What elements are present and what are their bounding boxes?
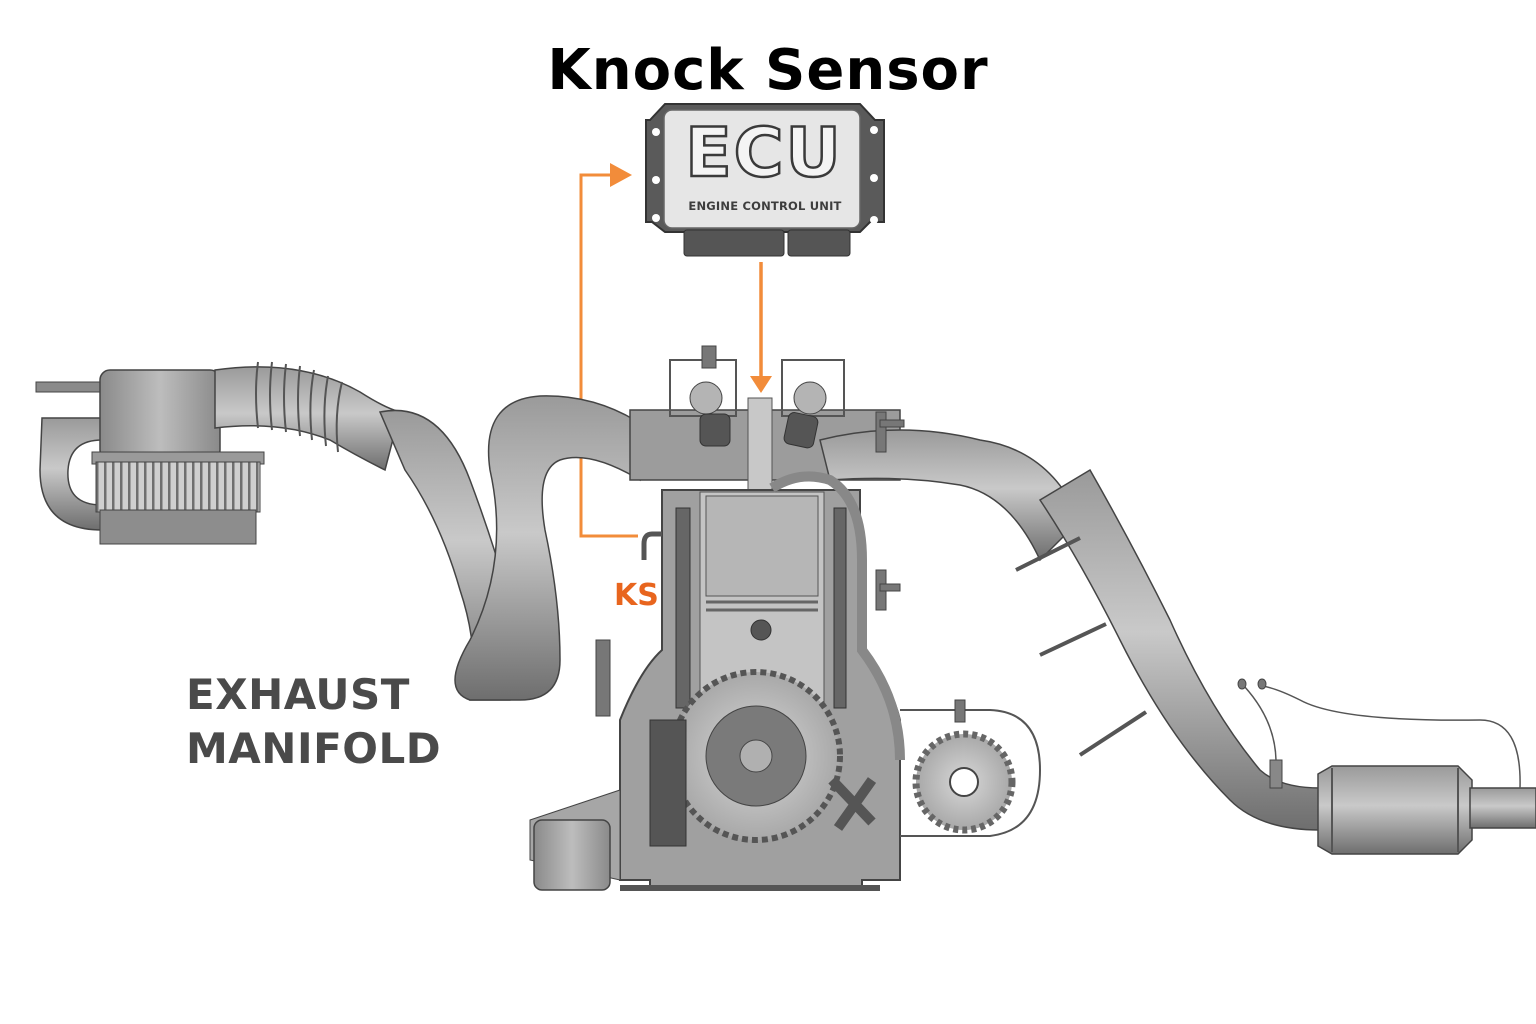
mount-hole-icon: [870, 126, 878, 134]
mount-hole-icon: [652, 214, 660, 222]
diagram-title: Knock Sensor: [547, 38, 989, 103]
mount-hole-icon: [870, 174, 878, 182]
arrow-right-icon: [610, 163, 632, 187]
ks-to-ecu-wire: [579, 173, 638, 538]
exhaust-manifold-label-line: EXHAUST: [186, 670, 410, 719]
o2-sensor-wire: [1243, 685, 1277, 761]
mount-hole-icon: [652, 176, 660, 184]
ecu-label: ECU: [684, 114, 843, 193]
ecu-connector: [787, 229, 851, 257]
knock-sensor-label: KS: [614, 578, 659, 613]
catalytic-converter: [1317, 765, 1473, 855]
arrow-down-icon: [750, 376, 772, 393]
mount-hole-icon: [870, 216, 878, 224]
ecu-face: [663, 109, 861, 229]
spark-plug: [747, 397, 773, 491]
air-filter-assembly: [35, 361, 527, 701]
exhaust-manifold-label: EXHAUST MANIFOLD: [186, 668, 441, 776]
ecu-sublabel: ENGINE CONTROL UNIT: [688, 199, 842, 213]
ecu-connector: [683, 229, 785, 257]
engine: [529, 345, 1081, 891]
exhaust-downpipe: [1015, 468, 1536, 855]
mount-hole-icon: [652, 128, 660, 136]
o2-sensor-wire: [1261, 685, 1521, 789]
exhaust-manifold-label-line: MANIFOLD: [186, 724, 442, 773]
cam-gear-assembly: [900, 699, 1042, 837]
knock-sensor: [641, 531, 662, 560]
piston: [705, 495, 819, 597]
ecu-module: [645, 103, 885, 257]
signal-wires: [579, 163, 772, 538]
